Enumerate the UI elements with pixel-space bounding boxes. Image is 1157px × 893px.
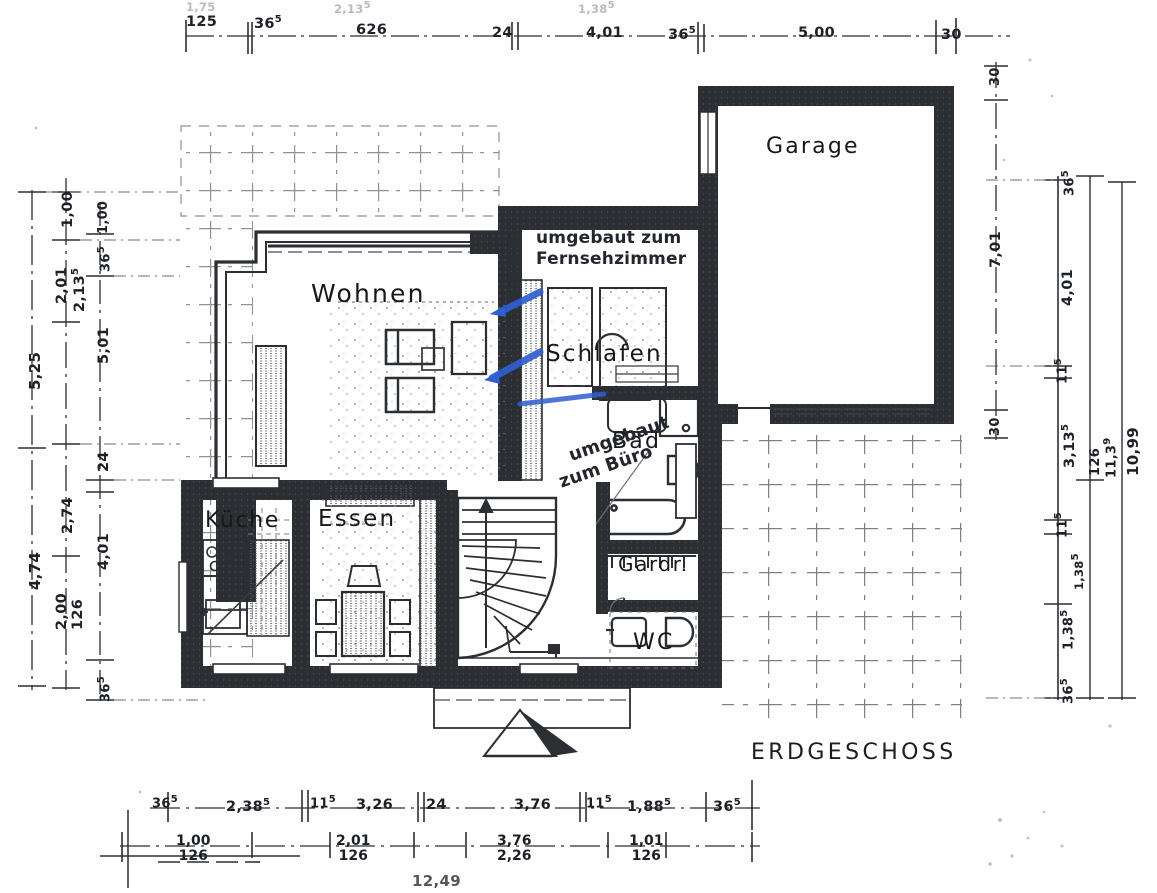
dim-top-365: 365 bbox=[254, 14, 283, 32]
annotation-fernsehzimmer-line1: umgebaut zum bbox=[536, 228, 682, 248]
dim-left-200: 2,00 bbox=[54, 593, 70, 630]
room-label-bad: Bad bbox=[612, 429, 662, 454]
stair-direction-arrow bbox=[478, 497, 494, 648]
dim-right-401: 4,01 bbox=[1060, 269, 1076, 306]
dim-left-24: 24 bbox=[96, 451, 112, 472]
dim-bottom-1885: 1,885 bbox=[627, 797, 672, 815]
fixture-sink bbox=[607, 392, 667, 433]
dimension-lines-left bbox=[18, 178, 210, 701]
dim-right-1139: 11,39 bbox=[1102, 437, 1120, 478]
room-wohnen bbox=[214, 230, 505, 507]
dim-bottom-115-a: 115 bbox=[310, 794, 336, 812]
annotation-fernsehzimmer: umgebaut zum Fernsehzimmer bbox=[536, 228, 686, 269]
room-essen bbox=[315, 490, 458, 676]
dim-bottom-stack-4: 1,01 126 bbox=[629, 833, 664, 864]
dim-right-1385-a: 1,385 bbox=[1070, 553, 1086, 590]
garage-structure bbox=[698, 86, 954, 424]
fixture-hob bbox=[206, 545, 235, 572]
dim-left-126: 126 bbox=[70, 598, 86, 630]
fixture-bathtub bbox=[600, 498, 687, 536]
furniture-armchair bbox=[384, 328, 436, 414]
staircase-curved bbox=[456, 496, 722, 660]
dim-top-faded-2135: 2,135 bbox=[334, 0, 371, 16]
dim-top-500: 5,00 bbox=[798, 25, 835, 41]
dim-bottom-2385: 2,385 bbox=[226, 797, 271, 815]
dim-left-365: 365 bbox=[96, 246, 114, 272]
dim-left-474: 4,74 bbox=[26, 551, 44, 590]
room-label-wohnen: Wohnen bbox=[311, 279, 426, 308]
room-wc bbox=[606, 597, 697, 669]
dim-left-501: 5,01 bbox=[96, 327, 112, 364]
dim-left-100: 1,00 bbox=[60, 191, 76, 228]
dim-top-365b: 365 bbox=[668, 25, 697, 43]
dim-right-3135: 3,135 bbox=[1060, 423, 1078, 468]
dim-bottom-stack-2: 2,01 126 bbox=[336, 833, 371, 864]
annotation-fernsehzimmer-line2: Fernsehzimmer bbox=[536, 248, 687, 269]
room-kueche bbox=[178, 477, 310, 675]
dim-right-30-top: 30 bbox=[988, 67, 1003, 86]
room-label-gardrobe: Gardr. bbox=[618, 552, 689, 576]
scan-noise bbox=[34, 58, 1112, 866]
dim-left-201: 2,01 bbox=[54, 267, 70, 304]
room-label-schlafen: Schlafen bbox=[546, 341, 663, 367]
dim-left-100b: 1,00 bbox=[96, 200, 111, 234]
dim-left-2135: 2,135 bbox=[70, 267, 88, 312]
entrance-steps bbox=[433, 663, 631, 758]
room-label-wc: WC bbox=[633, 630, 675, 655]
dim-bottom-stack-3: 3,76 2,26 bbox=[497, 833, 532, 864]
fixture-kitchen-sink bbox=[200, 599, 241, 629]
page-title: ERDGESCHOSS bbox=[751, 740, 957, 765]
fixture-washbasin bbox=[606, 616, 648, 648]
dim-bottom-376: 3,76 bbox=[514, 797, 551, 813]
furniture-sofa bbox=[450, 320, 488, 376]
dim-left-365b: 365 bbox=[96, 676, 114, 702]
dim-right-365-top: 365 bbox=[1060, 170, 1078, 196]
room-label-essen: Essen bbox=[318, 506, 397, 532]
dim-bottom-stack-1: 1,00 126 bbox=[176, 833, 211, 864]
dim-right-115-a: 115 bbox=[1053, 358, 1071, 384]
room-gardrobe bbox=[596, 554, 700, 614]
dimension-lines-right bbox=[984, 62, 1136, 700]
dim-right-30-bottom: 30 bbox=[988, 417, 1003, 436]
dim-bottom-365-left: 365 bbox=[152, 794, 178, 812]
dim-top-faded-1385: 1,385 bbox=[578, 0, 615, 16]
dim-top-30: 30 bbox=[941, 27, 962, 43]
room-label-kueche: Küche bbox=[205, 508, 280, 533]
dim-right-365-bottom: 365 bbox=[1059, 678, 1077, 704]
terrace-paving-northwest bbox=[180, 125, 500, 217]
dim-right-1099: 10,99 bbox=[1124, 427, 1142, 476]
terrace-paving-east bbox=[722, 424, 962, 720]
dim-bottom-365-right: 365 bbox=[713, 797, 742, 815]
dim-left-401: 4,01 bbox=[96, 533, 112, 570]
dim-bottom-326: 3,26 bbox=[356, 797, 393, 813]
dim-right-126: 126 bbox=[1088, 447, 1103, 476]
dim-overall-width: 12,49 bbox=[412, 872, 461, 890]
interior-partition-wohnen-schlafen bbox=[506, 236, 543, 481]
dim-left-525: 5,25 bbox=[26, 351, 44, 390]
fixture-wc-bowl bbox=[664, 616, 695, 648]
furniture-coffee-table bbox=[421, 347, 445, 371]
dim-top-626: 626 bbox=[356, 22, 388, 38]
dim-right-1385-b: 1,385 bbox=[1059, 609, 1077, 650]
dim-top-125: 125 bbox=[186, 14, 218, 30]
dim-bottom-24: 24 bbox=[426, 797, 447, 813]
furniture-dining-chair bbox=[315, 565, 411, 657]
fixture-shower bbox=[658, 394, 700, 438]
dimension-lines-top bbox=[185, 18, 1010, 54]
room-bad bbox=[596, 392, 700, 554]
dimension-lines-bottom bbox=[100, 780, 760, 888]
room-label-garage: Garage bbox=[766, 134, 860, 159]
dim-top-faded-175: 1,75 bbox=[186, 0, 216, 14]
dim-right-701: 7,01 bbox=[988, 231, 1004, 268]
dim-top-24: 24 bbox=[492, 25, 513, 41]
dim-left-274: 2,74 bbox=[60, 497, 76, 534]
annotation-arrows bbox=[484, 288, 649, 525]
dim-right-115-b: 115 bbox=[1053, 512, 1071, 538]
dim-top-401: 4,01 bbox=[586, 25, 623, 41]
dim-bottom-115-b: 115 bbox=[586, 794, 612, 812]
